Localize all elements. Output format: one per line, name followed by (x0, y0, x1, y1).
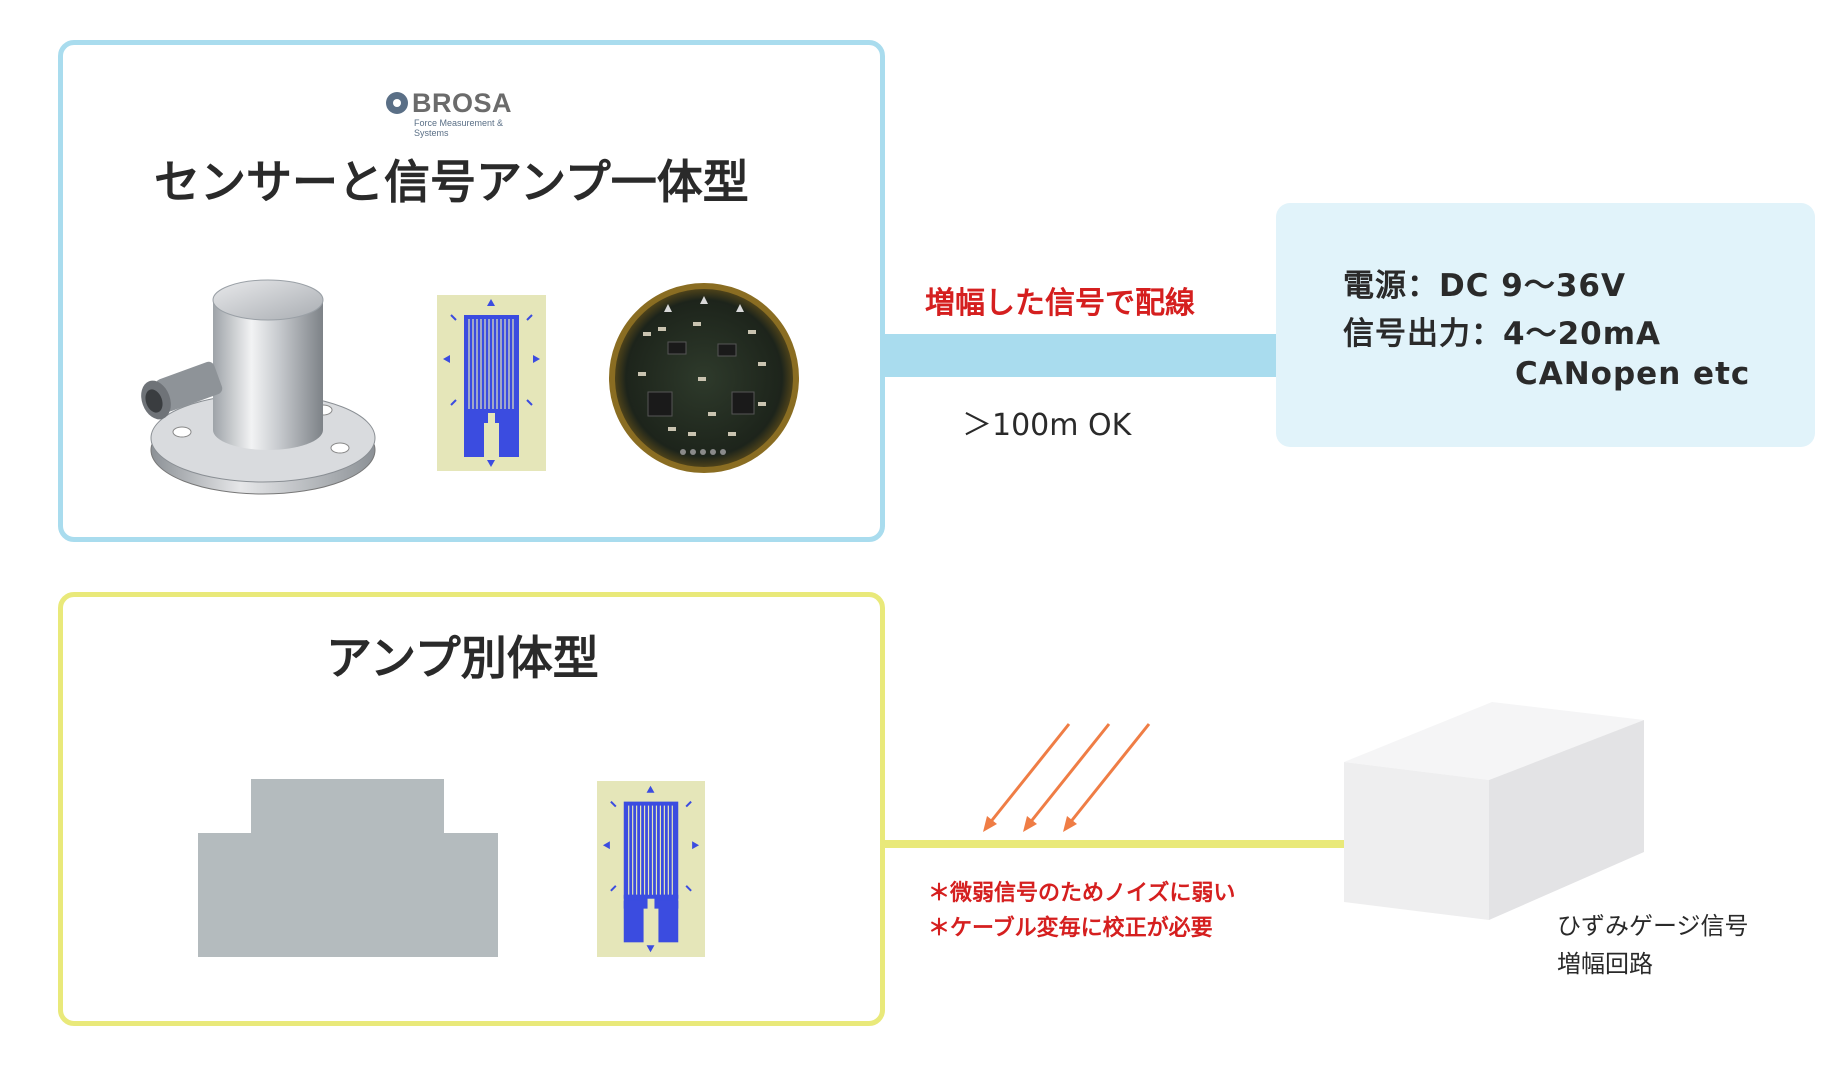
sensor-placeholder-shape (198, 779, 498, 957)
amplifier-board-image (608, 282, 800, 474)
calibration-warning-note: ＊ケーブル変毎に校正が必要 (928, 910, 1213, 942)
amplifier-label-line1: ひずみゲージ信号 (1557, 906, 1749, 941)
brosa-logo-mark-icon (386, 92, 408, 114)
signal-output-alt-spec: CANopen etc (1515, 356, 1750, 392)
amplified-signal-cable (885, 334, 1276, 377)
strain-gauge-image (437, 295, 546, 471)
power-spec: 電源：DC 9〜36V (1343, 260, 1626, 305)
amplifier-label-line2: 増幅回路 (1557, 944, 1653, 979)
noise-warning-note: ＊微弱信号のためノイズに弱い (928, 875, 1235, 907)
brosa-logo: BROSA Force Measurement & Systems (386, 88, 526, 132)
weak-signal-cable (885, 840, 1344, 848)
amplified-wiring-label: 増幅した信号で配線 (925, 278, 1195, 322)
integrated-type-title: センサーと信号アンプ一体型 (154, 146, 749, 212)
brand-name: BROSA (412, 88, 512, 119)
load-cell-sensor-image (128, 260, 378, 510)
amplifier-circuit-box (1344, 702, 1644, 924)
brand-tagline: Force Measurement & Systems (414, 118, 526, 138)
signal-output-spec: 信号出力：4〜20mA (1343, 308, 1661, 353)
separate-amp-type-title: アンプ別体型 (326, 622, 599, 688)
noise-arrows-icon (975, 720, 1160, 835)
cable-distance-label: ＞100m OK (962, 400, 1131, 444)
strain-gauge-image-bottom (597, 781, 705, 957)
